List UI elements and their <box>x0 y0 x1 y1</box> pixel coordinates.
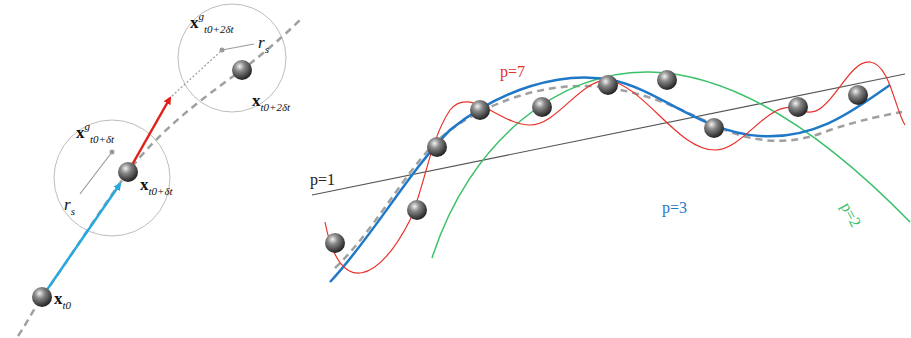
radius-line <box>222 44 254 50</box>
guess-label: xgt0+2δt <box>190 14 234 31</box>
radius-label: rs <box>64 196 75 213</box>
position-label: xt0 <box>54 290 71 307</box>
radius-line <box>80 152 112 194</box>
guess-point <box>220 48 225 53</box>
order-label: p=1 <box>310 172 335 188</box>
data-point <box>407 200 427 220</box>
data-point <box>532 97 552 117</box>
velocity-arrow <box>128 98 170 172</box>
search-circle <box>178 4 286 112</box>
data-point <box>657 70 677 90</box>
data-point <box>427 137 447 157</box>
order-label: p=7 <box>500 64 525 80</box>
search-circle <box>54 120 170 236</box>
particle <box>118 162 138 182</box>
data-point <box>470 100 490 120</box>
data-point <box>704 118 724 138</box>
particle <box>32 287 52 307</box>
order-label: p=3 <box>662 200 687 216</box>
data-point <box>848 85 868 105</box>
guess-point <box>110 150 115 155</box>
data-point <box>598 75 618 95</box>
data-point <box>788 97 808 117</box>
order-label: p=2 <box>838 200 864 230</box>
fit-p2 <box>432 72 910 258</box>
fit-p1 <box>312 74 905 195</box>
data-point <box>325 233 345 253</box>
velocity-arrow <box>42 184 120 297</box>
particle <box>232 60 252 80</box>
fit-p3 <box>330 77 890 282</box>
extrapolation-line <box>172 52 220 96</box>
true-trajectory <box>18 18 302 336</box>
guess-label: xgt0+δt <box>76 124 114 141</box>
position-label: xt0+2δt <box>252 92 290 109</box>
position-label: xt0+δt <box>140 176 173 193</box>
radius-label: rs <box>258 34 269 51</box>
fit-p7 <box>325 62 905 273</box>
true-curve <box>335 86 902 268</box>
